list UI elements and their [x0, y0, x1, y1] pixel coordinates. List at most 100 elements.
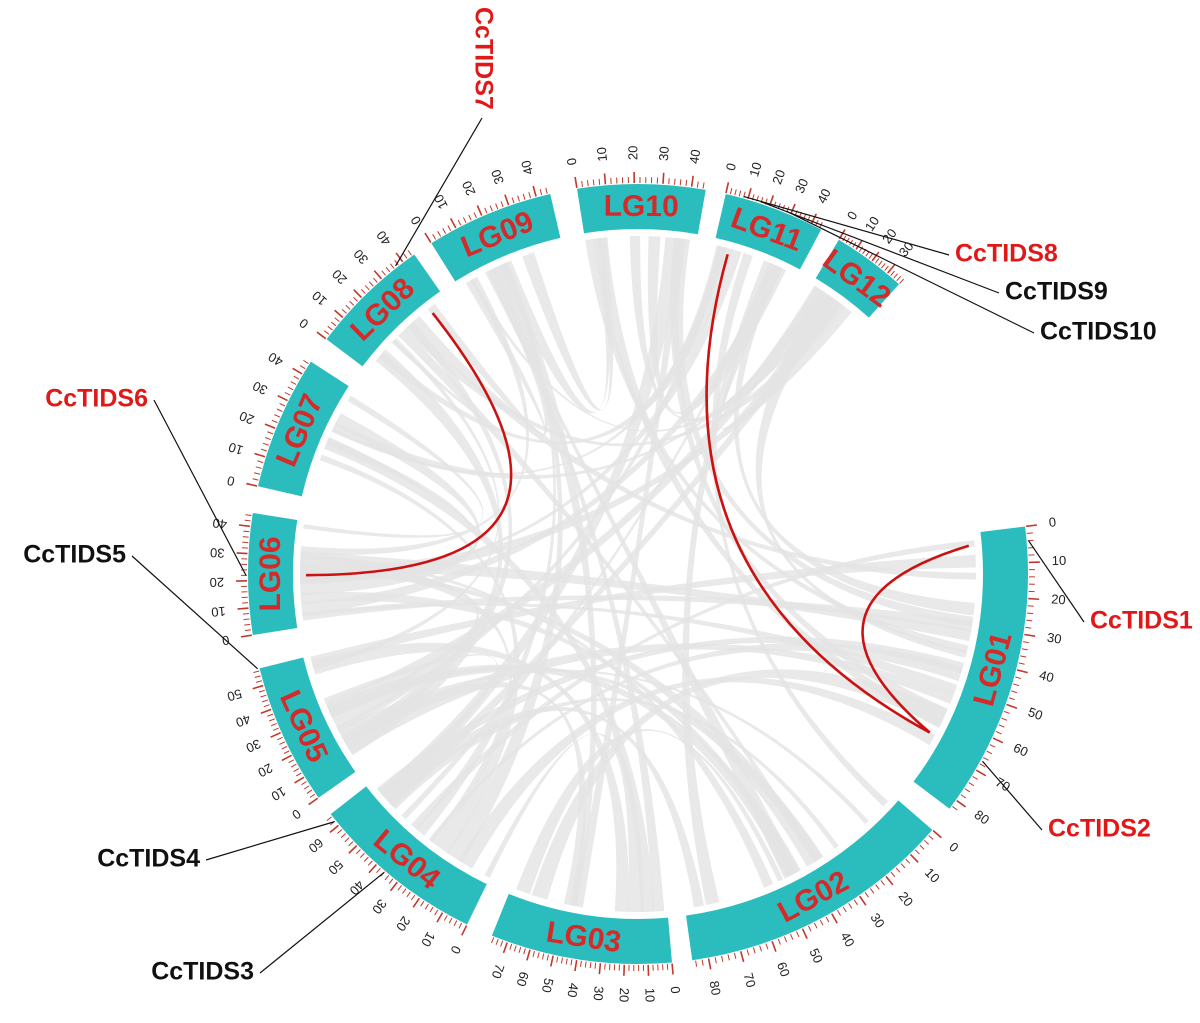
gene-leader-line	[981, 760, 1043, 831]
tick-mark	[432, 234, 437, 240]
highlight-link-lg11-lg01	[705, 253, 931, 734]
tick-mark	[848, 903, 853, 909]
tick-mark	[869, 888, 875, 894]
synteny-link	[711, 252, 889, 807]
tick-mark	[260, 694, 267, 698]
tick-mark	[271, 419, 278, 424]
tick-mark	[420, 900, 425, 907]
tick-mark	[1020, 655, 1027, 658]
tick-mark	[384, 874, 390, 881]
tick-mark	[511, 197, 515, 204]
tick-mark	[242, 536, 249, 538]
tick-mark	[734, 189, 737, 196]
tick-mark	[443, 915, 448, 921]
tick-label: 0	[448, 943, 465, 956]
tick-mark	[532, 950, 536, 957]
tick-mark	[819, 919, 824, 926]
tick-mark	[1027, 612, 1034, 615]
chromosome-band	[491, 893, 672, 964]
tick-mark	[389, 881, 398, 892]
tick-label: 10	[594, 146, 610, 162]
tick-mark	[476, 205, 483, 216]
synteny-link	[719, 264, 843, 431]
tick-mark	[355, 849, 361, 855]
tick-mark	[359, 853, 365, 858]
tick-mark	[442, 228, 447, 234]
tick-mark	[453, 920, 458, 927]
gene-label: CcTIDS6	[45, 385, 148, 413]
tick-mark	[337, 829, 343, 834]
tick-mark	[334, 309, 344, 319]
tick-mark	[890, 871, 896, 878]
tick-mark	[290, 763, 297, 768]
tick-mark	[598, 963, 602, 975]
tick-mark	[457, 219, 462, 226]
gene-label: CcTIDS5	[23, 541, 126, 569]
tick-mark	[580, 960, 582, 967]
tick-label: 10	[642, 988, 657, 1003]
tick-mark	[243, 618, 250, 621]
tick-label: 20	[617, 988, 632, 1003]
synteny-link	[310, 554, 976, 667]
tick-label: 30	[656, 146, 672, 161]
tick-label: 40	[1038, 667, 1056, 685]
tick-label: 0	[296, 315, 311, 331]
tick-mark	[989, 744, 996, 748]
tick-mark	[353, 296, 359, 302]
tick-mark	[707, 958, 712, 970]
tick-label: 30	[488, 168, 507, 187]
tick-mark	[1026, 532, 1033, 535]
tick-label: 20	[896, 889, 917, 910]
tick-label: 30	[1046, 630, 1063, 647]
tick-mark	[968, 782, 975, 787]
tick-mark	[801, 928, 808, 940]
highlight-link-lg06-lg08	[305, 312, 513, 577]
tick-mark	[743, 191, 746, 198]
tick-mark	[277, 394, 288, 402]
tick-mark	[679, 179, 682, 186]
tick-mark	[523, 948, 526, 955]
tick-label: 50	[226, 686, 244, 705]
tick-mark	[923, 839, 930, 845]
tick-mark	[411, 894, 416, 901]
tick-mark	[262, 442, 269, 446]
tick-mark	[868, 253, 873, 259]
tick-mark	[260, 708, 272, 714]
tick-mark	[880, 880, 885, 886]
tick-label: 20	[769, 168, 788, 187]
tick-mark	[244, 623, 251, 626]
tick-mark	[842, 906, 847, 913]
tick-mark	[340, 833, 346, 838]
tick-mark	[560, 957, 564, 964]
tick-mark	[236, 552, 248, 555]
tick-mark	[403, 253, 408, 259]
tick-mark	[324, 330, 330, 335]
tick-mark	[237, 607, 249, 610]
tick-mark	[294, 776, 305, 784]
tick-label: 10	[746, 160, 764, 178]
gene-label: CcTIDS10	[1040, 318, 1157, 346]
tick-label: 20	[459, 179, 479, 198]
tick-mark	[484, 207, 488, 214]
tick-label: 0	[226, 473, 236, 489]
gene-label: CcTIDS4	[97, 845, 200, 873]
tick-mark	[368, 864, 377, 874]
tick-mark	[274, 414, 281, 418]
tick-mark	[287, 386, 294, 391]
tick-mark	[447, 225, 452, 232]
tick-mark	[316, 331, 327, 340]
tick-label: 30	[210, 545, 225, 561]
tick-mark	[747, 187, 752, 200]
tick-mark	[270, 731, 281, 738]
tick-mark	[306, 789, 313, 794]
tick-mark	[309, 793, 316, 798]
tick-mark	[690, 175, 694, 187]
tick-mark	[279, 402, 286, 407]
tick-label: 30	[896, 239, 917, 260]
tick-mark	[589, 962, 592, 969]
tick-mark	[407, 250, 412, 256]
tick-mark	[1028, 597, 1040, 601]
tick-mark	[905, 858, 911, 864]
tick-label: 20	[209, 575, 224, 590]
tick-label: 70	[489, 962, 508, 981]
